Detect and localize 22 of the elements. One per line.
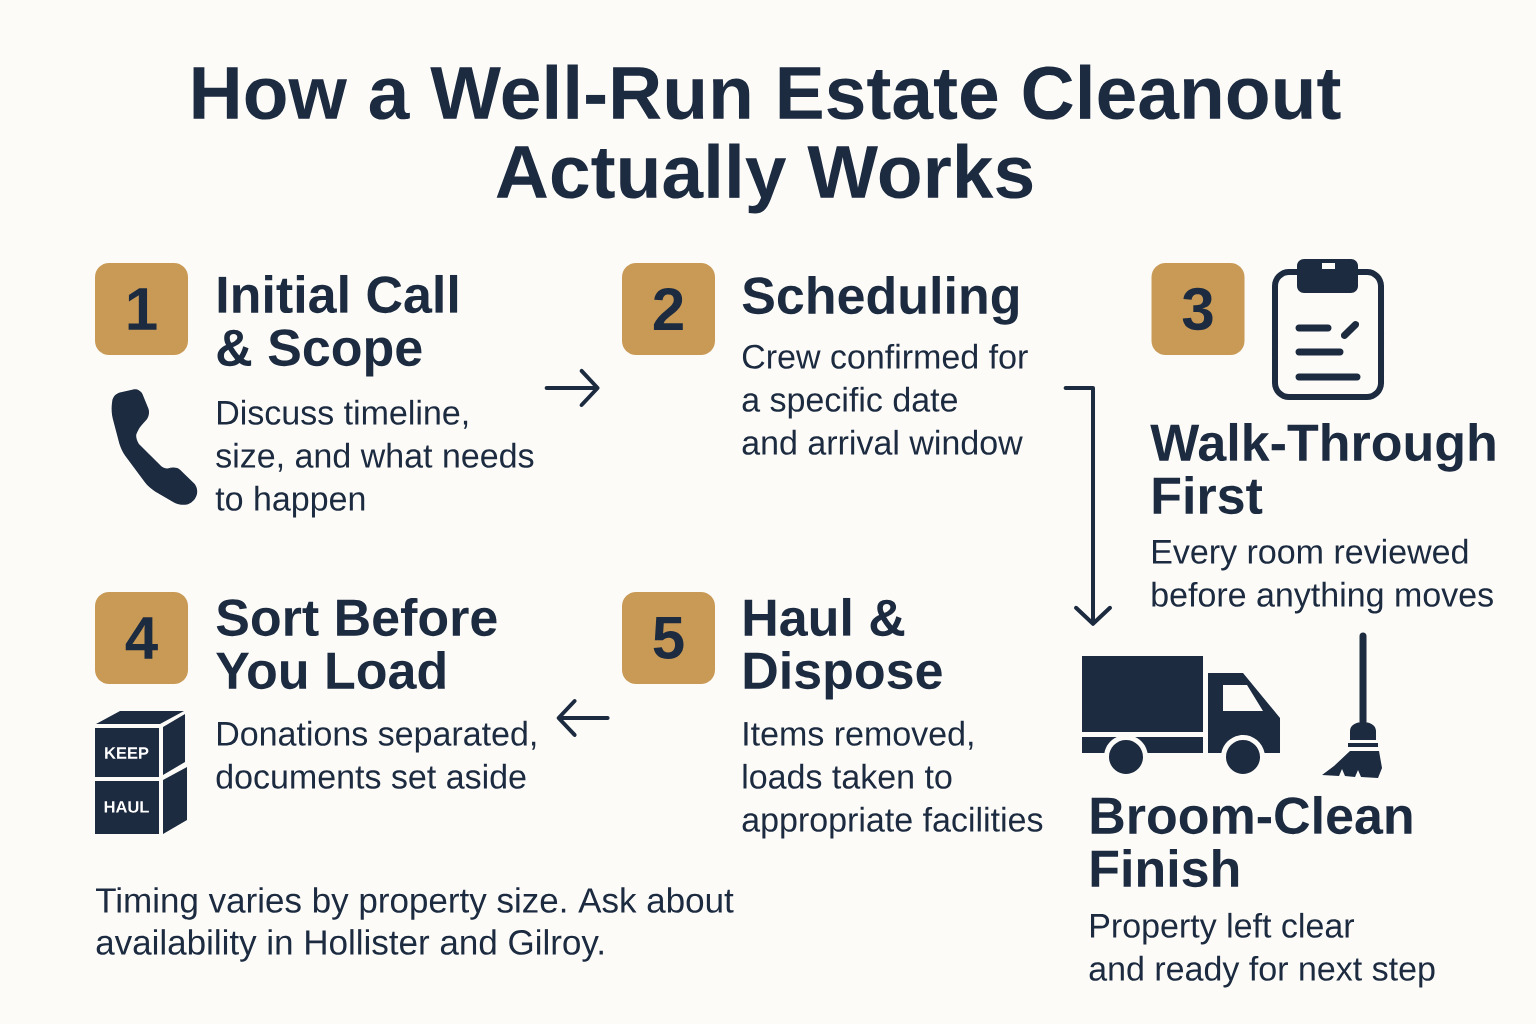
- step-description: Donations separated, documents set aside: [216, 720, 536, 789]
- footnote: Timing varies by property size. Ask about availability in Hollister and Gilroy.: [96, 887, 734, 962]
- step-description: Items removed, loads taken to appropriate facilities: [742, 720, 1043, 839]
- box-label: HAUL: [104, 801, 149, 813]
- number-badge: 3: [1151, 263, 1245, 355]
- step-description: Discuss timeline, size, and what needs to happen: [215, 399, 534, 518]
- step-heading: Sort Before You Load: [216, 597, 497, 690]
- title: How a Well-Run Estate Cleanout Actually Works: [193, 64, 1341, 214]
- number-badge: 2: [622, 263, 715, 355]
- step-description: Property left clear and ready for next step: [1089, 912, 1435, 988]
- step-description: Crew confirmed for a specific date and arrival window: [742, 343, 1028, 455]
- step-heading: Haul & Dispose: [744, 597, 942, 700]
- box-label: KEEP: [105, 747, 149, 759]
- step-heading: Walk-Through First: [1150, 422, 1495, 515]
- number-badge: 4: [95, 592, 188, 684]
- arrow: [1063, 386, 1112, 626]
- step-heading: Scheduling: [742, 275, 1018, 325]
- number-badge: 1: [95, 263, 188, 355]
- step-description: Every room reviewed before anything moves: [1152, 538, 1493, 614]
- number-badge: 5: [622, 592, 715, 684]
- step-heading: Broom-Clean Finish: [1091, 795, 1412, 888]
- step-heading: Initial Call & Scope: [217, 274, 458, 377]
